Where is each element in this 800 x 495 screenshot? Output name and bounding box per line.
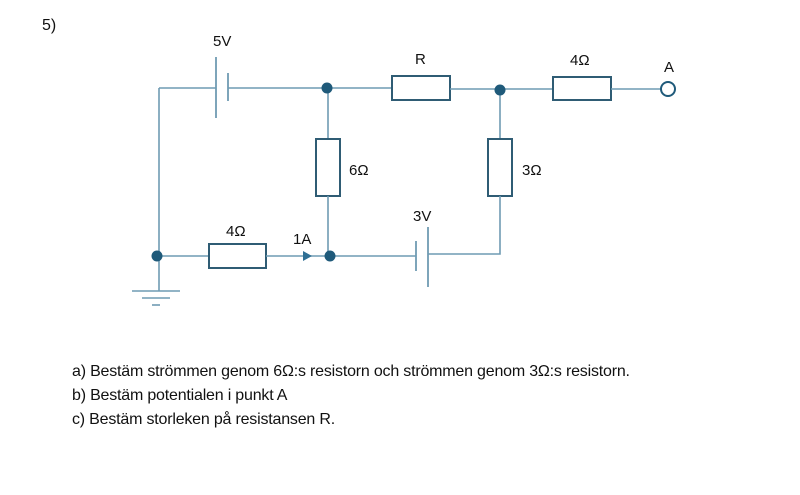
resistor-4-ohm-top bbox=[552, 76, 612, 101]
node-bottom-left bbox=[151, 250, 163, 262]
node-top-right bbox=[494, 84, 506, 96]
wire-3-ohm-bottom bbox=[428, 196, 501, 255]
circuit-diagram: 5V R 4Ω A 6Ω 3Ω 4Ω 1A 3V bbox=[132, 33, 676, 306]
resistor-r bbox=[391, 75, 451, 101]
resistor-6-ohm bbox=[315, 138, 341, 197]
terminal-a bbox=[660, 81, 676, 97]
battery-5v-label: 5V bbox=[213, 33, 231, 50]
resistor-r-label: R bbox=[415, 51, 426, 68]
question-b: b) Bestäm potentialen i punkt A bbox=[72, 387, 288, 404]
resistor-6-ohm-label: 6Ω bbox=[349, 162, 369, 179]
problem-number: 5) bbox=[42, 17, 57, 34]
node-bottom-middle bbox=[324, 250, 336, 262]
terminal-a-label: A bbox=[664, 59, 674, 76]
current-arrow-icon bbox=[303, 251, 312, 261]
question-c: c) Bestäm storleken på resistansen R. bbox=[72, 411, 335, 428]
resistor-4-ohm-top-label: 4Ω bbox=[570, 52, 590, 69]
node-top-left bbox=[321, 82, 333, 94]
resistor-3-ohm bbox=[487, 138, 513, 197]
resistor-3-ohm-label: 3Ω bbox=[522, 162, 542, 179]
resistor-4-ohm-bottom bbox=[208, 243, 267, 269]
resistor-4-ohm-bottom-label: 4Ω bbox=[226, 223, 246, 240]
question-a: a) Bestäm strömmen genom 6Ω:s resistorn … bbox=[72, 363, 630, 380]
questions: a) Bestäm strömmen genom 6Ω:s resistorn … bbox=[72, 360, 630, 432]
battery-3v-label: 3V bbox=[413, 208, 431, 225]
current-label: 1A bbox=[293, 231, 311, 248]
